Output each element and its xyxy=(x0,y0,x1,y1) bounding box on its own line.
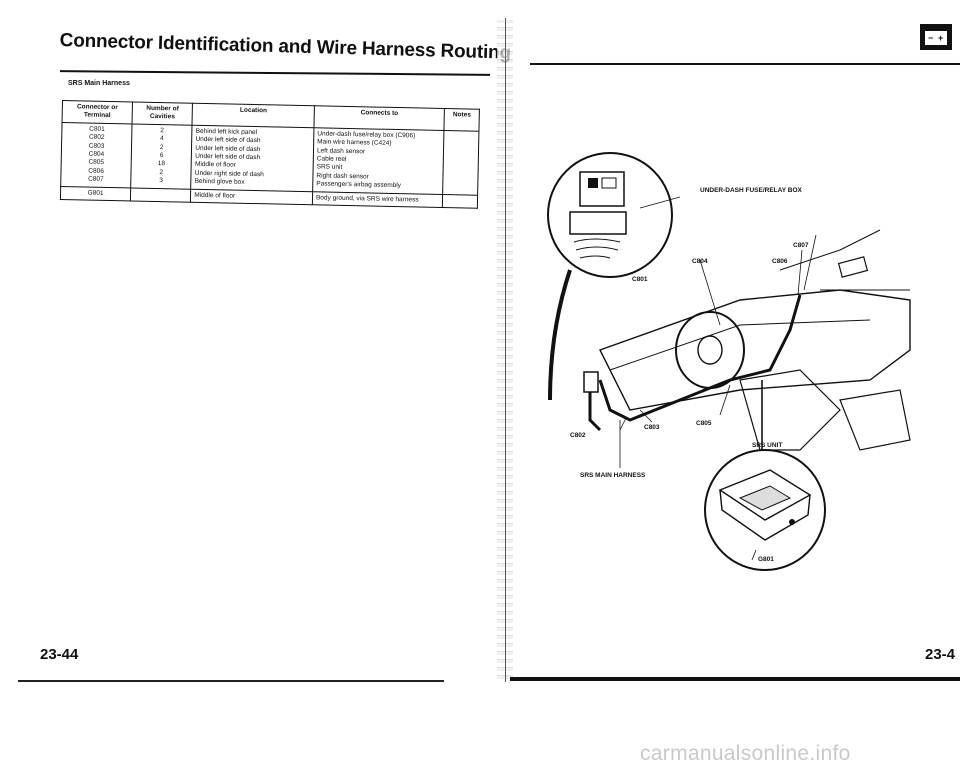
label-srs-main-harness: SRS MAIN HARNESS xyxy=(580,472,646,479)
label-c802: C802 xyxy=(570,432,586,439)
page-number-left: 23-44 xyxy=(40,646,79,663)
label-g801: G801 xyxy=(758,556,774,563)
label-c803: C803 xyxy=(644,424,660,431)
location-cell: Middle of floor xyxy=(190,188,313,205)
connector-table: Connector or Terminal Number of Cavities… xyxy=(60,100,480,209)
label-srs-unit: SRS UNIT xyxy=(752,442,783,449)
table-subtitle: SRS Main Harness xyxy=(68,80,130,87)
connects-to-cell: Body ground, via SRS wire harness xyxy=(312,191,443,208)
header-cavities: Number of Cavities xyxy=(132,101,193,126)
table-row: C801 C802 C803 C804 C805 C806 C807 2 4 2… xyxy=(60,122,479,195)
left-page: Connector Identification and Wire Harnes… xyxy=(0,0,511,690)
cavities-cell xyxy=(130,187,191,203)
label-fuse-box: UNDER-DASH FUSE/RELAY BOX xyxy=(700,187,802,194)
terminal-cell: G801 xyxy=(60,186,131,202)
watermark-text: carmanualsonline.info xyxy=(640,742,851,765)
label-c806: C806 xyxy=(772,258,788,265)
label-c801: C801 xyxy=(632,276,648,283)
bottom-rule-left xyxy=(18,680,444,682)
notes-cell xyxy=(442,130,479,195)
label-c805: C805 xyxy=(696,420,712,427)
connects-to-value: Passenger's airbag assembly xyxy=(316,180,402,190)
title-divider xyxy=(59,70,491,76)
location-cell: Behind left kick panel Under left side o… xyxy=(190,125,314,192)
harness-routing-diagram xyxy=(547,152,911,571)
header-connects-to: Connects to xyxy=(313,105,445,131)
page-title: Connector Identification and Wire Harnes… xyxy=(59,30,512,64)
dashboard-outline xyxy=(599,289,911,411)
steering-wheel xyxy=(675,311,745,389)
fuse-box-inset xyxy=(547,152,673,278)
page-number-right: 23-4 xyxy=(925,646,956,663)
mirror xyxy=(837,256,869,278)
terminal-value: C807 xyxy=(88,175,104,184)
connects-to-cell: Under-dash fuse/relay box (C906) Main wi… xyxy=(312,127,445,195)
location-value: Behind glove box xyxy=(194,178,245,187)
top-rule-right xyxy=(530,63,960,65)
bottom-rule-right xyxy=(510,677,960,681)
header-terminal: Connector or Terminal xyxy=(62,100,133,124)
header-location: Location xyxy=(192,103,315,128)
spine-line xyxy=(505,18,506,682)
terminal-cell: C801 C802 C803 C804 C805 C806 C807 xyxy=(60,122,133,188)
label-c804: C804 xyxy=(692,258,708,265)
notes-cell xyxy=(442,194,478,209)
battery-icon: − + xyxy=(920,24,952,50)
cavities-cell: 2 4 2 6 18 2 3 xyxy=(130,123,193,189)
srs-unit-inset xyxy=(704,449,826,571)
srs-main-harness-wire xyxy=(598,294,802,422)
header-notes: Notes xyxy=(444,108,480,132)
cavities-value: 3 xyxy=(159,177,163,185)
label-c807: C807 xyxy=(793,242,809,249)
